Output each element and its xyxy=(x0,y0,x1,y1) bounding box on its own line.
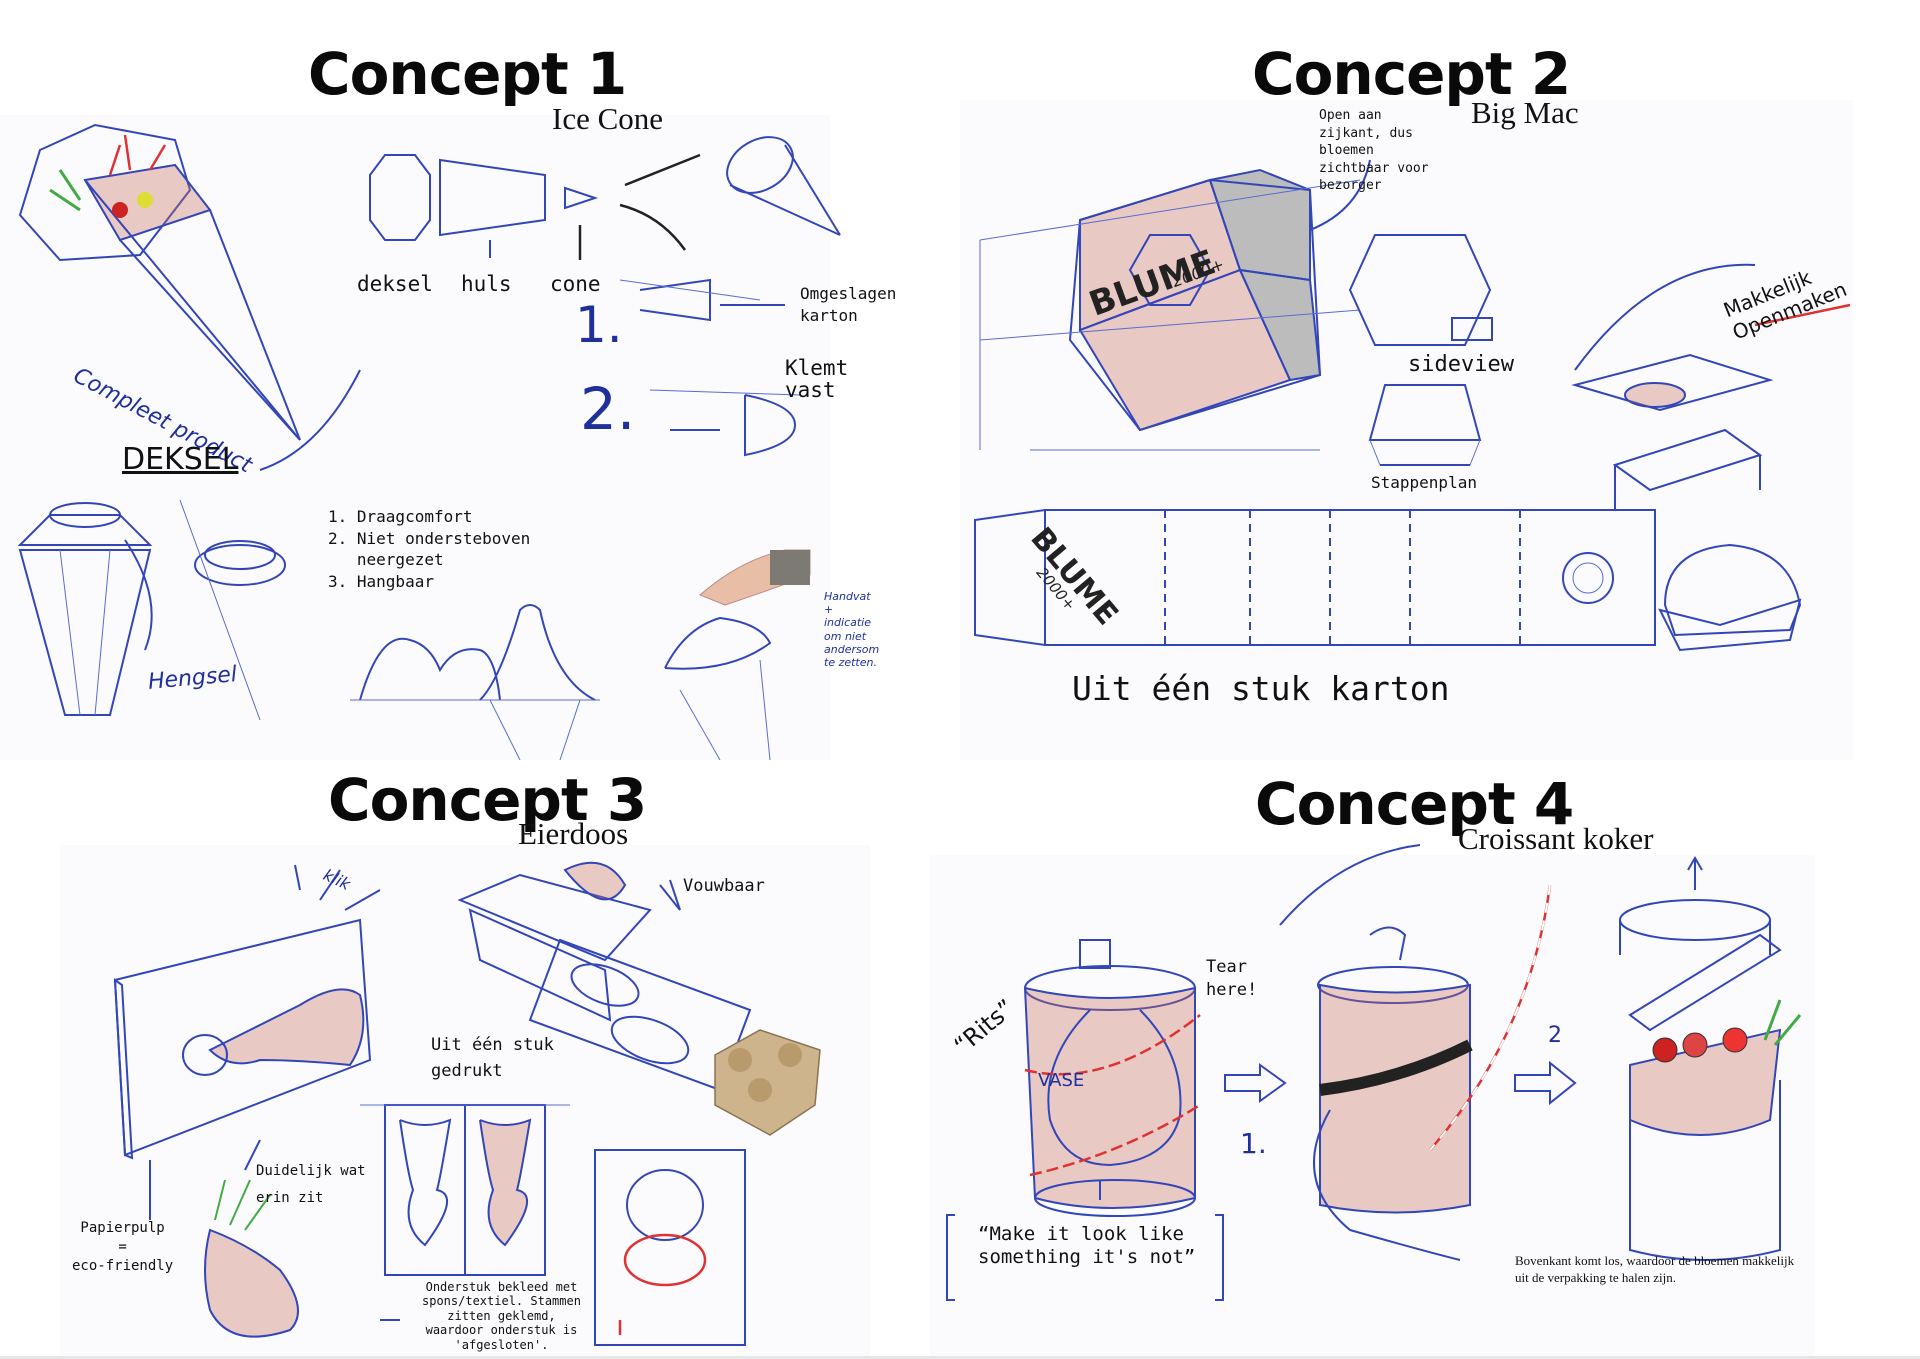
concept-1-subtitle: Ice Cone xyxy=(552,101,664,136)
omgeslagen-steps xyxy=(619,278,801,457)
sideview-sketch xyxy=(1128,234,1493,346)
concept-1-sketches xyxy=(17,123,841,761)
handwriting-handvat: Handvat + indicatie om niet andersom te … xyxy=(824,590,880,669)
deksel-lantern-sketch xyxy=(17,502,153,716)
concept-3-title: Concept 3 xyxy=(328,766,647,834)
bottom-rule xyxy=(0,1356,1920,1359)
concept-2-sketch-sheet xyxy=(960,100,1853,760)
label-huls: huls xyxy=(461,272,512,296)
arrow-1 xyxy=(1224,1063,1287,1103)
concept-2-subtitle: Big Mac xyxy=(1471,95,1579,130)
concept-2-sketches xyxy=(974,159,1851,652)
handwriting-vase: VASE xyxy=(1038,1070,1085,1091)
label-uit-een-stuk-gedrukt: Uit één stuk gedrukt xyxy=(431,1035,554,1082)
label-duidelijk-wat-erin-zit: Duidelijk wat erin zit xyxy=(256,1163,366,1206)
tear-cylinder-sketch xyxy=(1317,884,1552,1214)
label-open-aan-zijkant: Open aan zijkant, dus bloemen zichtbaar … xyxy=(1319,108,1429,194)
arm-photo xyxy=(699,549,811,606)
concept-4-panel: Concept 4 Croissant koker Tear here! “Ma… xyxy=(930,760,1920,1359)
handwriting-step-1: 1. xyxy=(575,296,623,354)
complete-product-sketch xyxy=(18,123,301,441)
pulp-egg-carton-photo xyxy=(714,1029,821,1136)
label-uit-een-stuk-karton: Uit één stuk karton xyxy=(1072,669,1450,708)
deksel-huls-cone-diagram xyxy=(369,153,701,260)
label-papierpulp: Papierpulp = eco-friendly xyxy=(72,1220,174,1274)
concept-3-sketches xyxy=(113,861,821,1346)
label-cone: cone xyxy=(550,272,601,296)
concept-2-panel: Concept 2 Big Mac Open aan zijkant, dus … xyxy=(960,0,1920,760)
label-make-it-look-like: “Make it look like something it's not” xyxy=(978,1223,1196,1268)
label-tear-here: Tear here! xyxy=(1206,957,1258,1000)
mold-sketch xyxy=(360,1104,570,1276)
cup-sketch xyxy=(594,1149,746,1346)
label-stappenplan: Stappenplan xyxy=(1371,473,1477,492)
concept-3-panel: Concept 3 Eierdoos Vouwbaar Uit één stuk… xyxy=(0,760,930,1359)
concept-1-sketch-sheet xyxy=(0,115,830,760)
handwriting-deksel: DEKSEL xyxy=(122,442,239,477)
label-klemt-vast: Klemt vast xyxy=(785,356,849,403)
label-omgeslagen-karton: Omgeslagen karton xyxy=(800,284,897,325)
hengsel-sketch xyxy=(179,499,286,721)
label-onderstuk-bekleed: Onderstuk bekleed met spons/textiel. Sta… xyxy=(422,1280,581,1352)
concept-4-sketches xyxy=(946,844,1802,1301)
concept-1-panel: Concept 1 Ice Cone deksel huls cone Omge… xyxy=(0,0,930,761)
handwriting-step-2: 2 xyxy=(1548,1023,1562,1048)
concept-3-subtitle: Eierdoos xyxy=(518,816,629,851)
stappenplan-sketch xyxy=(1368,384,1482,466)
small-hex-box-sketch xyxy=(1658,543,1802,652)
label-bovenkant-komt-los: Bovenkant komt los, waardoor de bloemen … xyxy=(1515,1253,1795,1285)
label-deksel: deksel xyxy=(357,272,433,296)
makkelijk-openmaken-sketch xyxy=(1571,263,1851,510)
label-vouwbaar: Vouwbaar xyxy=(683,876,765,896)
arrow-2 xyxy=(1514,1060,1577,1106)
label-sideview: sideview xyxy=(1408,352,1514,377)
handwriting-step-1: 1. xyxy=(1240,1127,1267,1160)
egg-board-sketch xyxy=(113,864,381,1160)
concept-2-title: Concept 2 xyxy=(1252,40,1571,108)
open-cylinder-sketch xyxy=(1619,856,1802,1261)
bottom-cone-sketch xyxy=(204,1179,299,1338)
flat-net-sketch xyxy=(974,508,1656,647)
requirements-list: 1. Draagcomfort 2. Niet ondersteboven ne… xyxy=(328,507,531,591)
concept-4-subtitle: Croissant koker xyxy=(1458,821,1654,856)
concept-1-title: Concept 1 xyxy=(308,40,627,108)
cone-sketch xyxy=(726,136,841,236)
handvat-sketch xyxy=(664,616,772,761)
vase-cylinder-sketch xyxy=(1023,939,1201,1217)
concept-4-title: Concept 4 xyxy=(1255,770,1574,838)
handwriting-step-2: 2. xyxy=(580,375,636,443)
dome-sketches xyxy=(350,604,600,761)
big-mac-box-sketch xyxy=(979,168,1361,451)
make-it-look-bracket xyxy=(946,1180,1224,1301)
